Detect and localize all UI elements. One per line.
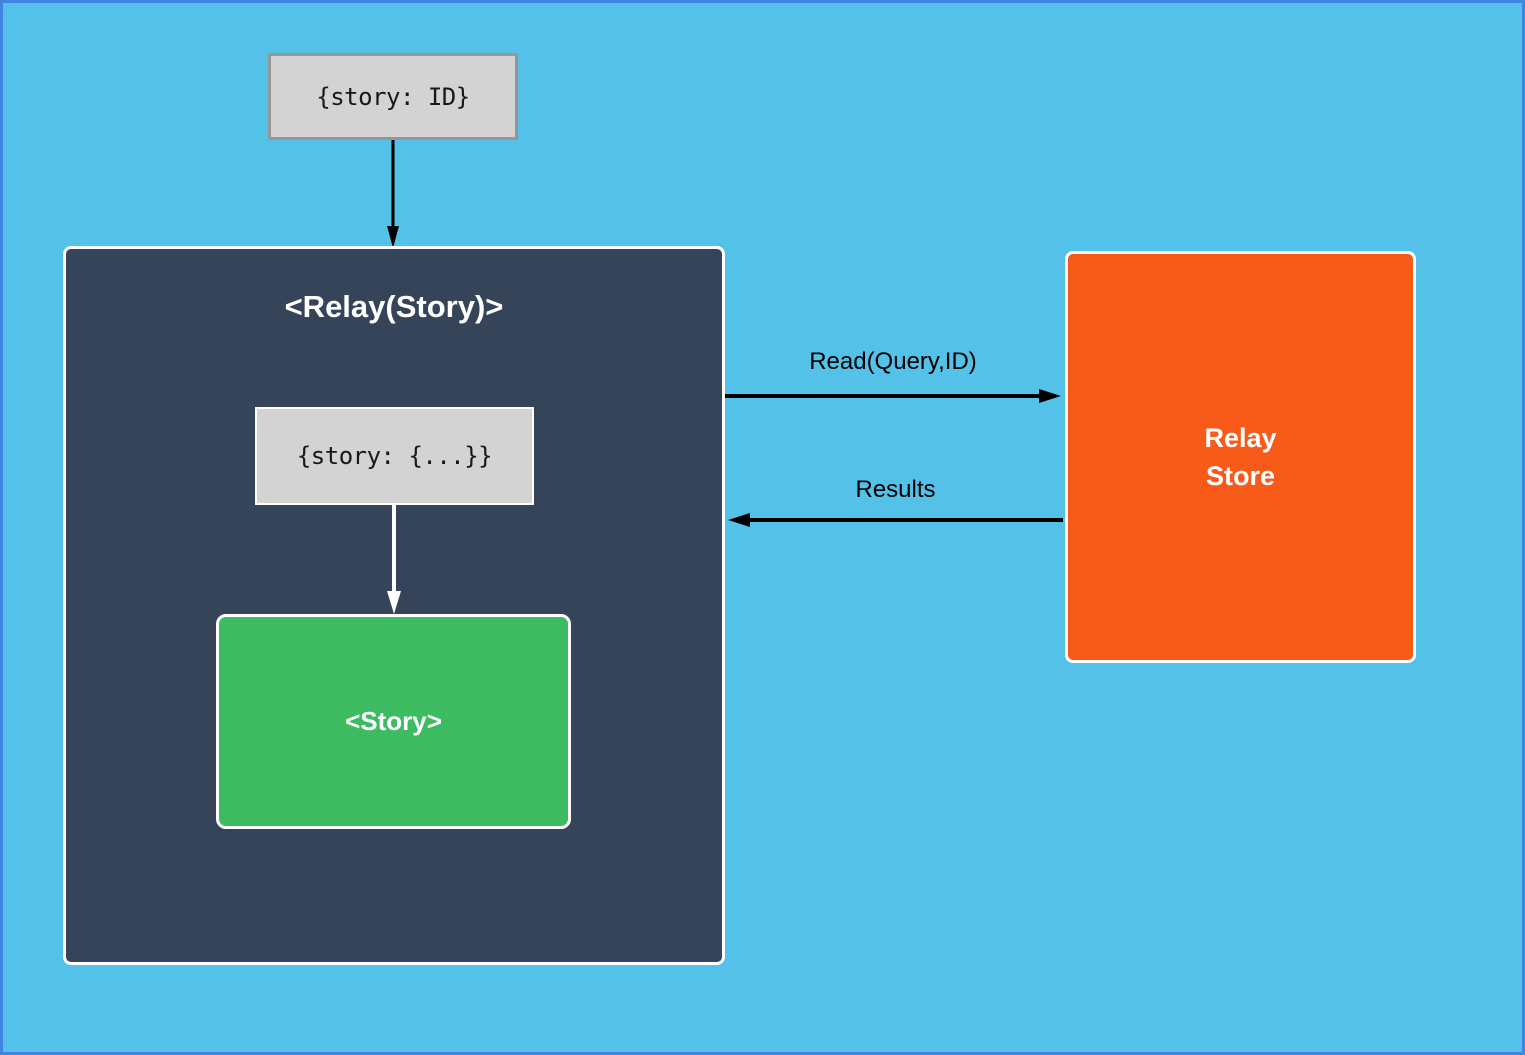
props-to-story-arrow-icon bbox=[387, 505, 401, 614]
results-arrow-icon bbox=[728, 513, 1063, 527]
story-props-text: {story: {...}} bbox=[296, 442, 493, 470]
relay-container-title: <Relay(Story)> bbox=[284, 289, 504, 324]
relay-store-box: Relay Store bbox=[1065, 251, 1416, 663]
relay-store-label: Relay Store bbox=[1204, 423, 1277, 491]
read-query-arrow-icon bbox=[725, 389, 1061, 403]
story-id-text: {story: ID} bbox=[316, 82, 470, 111]
relay-container-box: <Relay(Story)> {story: {...}} <Story> bbox=[63, 246, 725, 965]
story-id-box: {story: ID} bbox=[268, 53, 518, 140]
story-component-label: <Story> bbox=[345, 706, 442, 736]
id-to-relay-arrow-icon bbox=[387, 140, 399, 248]
story-props-box: {story: {...}} bbox=[255, 407, 534, 505]
story-component-box: <Story> bbox=[216, 614, 571, 829]
results-label: Results bbox=[855, 476, 936, 503]
read-query-label: Read(Query,ID) bbox=[809, 348, 977, 375]
